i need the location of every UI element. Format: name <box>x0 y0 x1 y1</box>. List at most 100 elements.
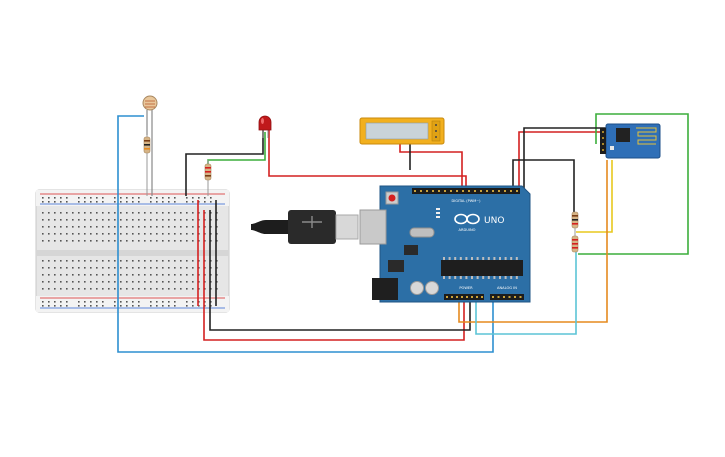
breadboard-hole <box>90 260 92 262</box>
breadboard-hole <box>186 281 188 283</box>
arduino-uno-board[interactable]: DIGITAL (PWM~) UNO ARDUINO POWER ANALOG … <box>359 185 531 303</box>
breadboard-hole <box>42 226 44 228</box>
breadboard-hole <box>132 233 134 235</box>
breadboard-hole <box>72 212 74 214</box>
breadboard-hole <box>96 274 98 276</box>
rail-hole <box>96 197 98 199</box>
breadboard-hole <box>54 274 56 276</box>
rail-hole <box>102 301 104 303</box>
breadboard-hole <box>114 226 116 228</box>
breadboard-hole <box>72 240 74 242</box>
rail-hole <box>186 197 188 199</box>
resistor-band <box>572 239 578 241</box>
rail-hole <box>48 301 50 303</box>
wire-red-5v[interactable] <box>203 210 465 341</box>
breadboard-hole <box>96 233 98 235</box>
breadboard-hole <box>120 219 122 221</box>
wire-black-led-ground[interactable] <box>185 130 264 196</box>
rail-hole <box>162 201 164 203</box>
breadboard-hole <box>144 274 146 276</box>
breadboard-hole <box>60 260 62 262</box>
breadboard-hole <box>84 226 86 228</box>
power-header <box>444 294 484 300</box>
wire-orange-tx[interactable] <box>458 160 608 323</box>
breadboard-hole <box>144 260 146 262</box>
breadboard-hole <box>162 281 164 283</box>
breadboard-hole <box>132 212 134 214</box>
wire-black-gnd[interactable] <box>209 210 471 331</box>
breadboard-hole <box>162 226 164 228</box>
rail-hole <box>192 197 194 199</box>
header-pin <box>492 296 494 298</box>
chip-leg <box>454 276 457 279</box>
rail-hole <box>150 305 152 307</box>
usb-cable[interactable] <box>251 210 359 244</box>
breadboard-hole <box>96 219 98 221</box>
breadboard-hole <box>138 267 140 269</box>
breadboard-hole <box>192 219 194 221</box>
breadboard-hole <box>78 226 80 228</box>
chip-leg <box>499 257 501 260</box>
photoresistor[interactable] <box>142 95 158 196</box>
photoresistor-track <box>145 100 155 108</box>
rail-hole <box>84 197 86 199</box>
breadboard-hole <box>84 260 86 262</box>
breadboard-hole <box>102 281 104 283</box>
breadboard-hole <box>186 240 188 242</box>
rail-hole <box>66 197 68 199</box>
wire-black-wifi[interactable] <box>523 127 606 190</box>
wire-red-led-pin[interactable] <box>268 130 467 190</box>
breadboard-hole <box>186 288 188 290</box>
breadboard-hole <box>90 288 92 290</box>
wifi-pin <box>602 143 604 145</box>
wire-green-led-resistor[interactable] <box>207 132 266 178</box>
wire-red-lcd[interactable] <box>399 144 463 186</box>
breadboard-hole <box>78 267 80 269</box>
wire-red-wifi-vcc[interactable] <box>518 131 606 190</box>
rail-hole <box>186 201 188 203</box>
breadboard-hole <box>132 281 134 283</box>
header-pin <box>432 190 434 192</box>
breadboard[interactable] <box>35 189 230 313</box>
resistor-band <box>572 219 578 221</box>
breadboard-hole <box>114 260 116 262</box>
breadboard-hole <box>96 267 98 269</box>
breadboard-hole <box>162 274 164 276</box>
breadboard-hole <box>138 219 140 221</box>
breadboard-hole <box>72 267 74 269</box>
resistor-wifi-1[interactable] <box>571 211 579 229</box>
led[interactable] <box>258 115 272 138</box>
arduino-board-body <box>379 185 531 303</box>
rail-hole <box>48 201 50 203</box>
reset-button-cap <box>388 194 396 202</box>
header-pin <box>492 190 494 192</box>
resistor-band <box>572 247 578 249</box>
breadboard-hole <box>150 260 152 262</box>
breadboard-hole <box>156 288 158 290</box>
breadboard-hole <box>144 267 146 269</box>
wire-yellow-wifi[interactable] <box>576 160 613 233</box>
breadboard-hole <box>174 274 176 276</box>
wifi-module[interactable] <box>600 123 661 159</box>
breadboard-hole <box>66 288 68 290</box>
lcd-module[interactable] <box>359 117 445 145</box>
rail-hole <box>198 197 200 199</box>
breadboard-hole <box>90 267 92 269</box>
wire-green-wifi[interactable] <box>578 113 689 255</box>
breadboard-hole <box>102 233 104 235</box>
breadboard-hole <box>54 281 56 283</box>
chip-leg <box>487 257 490 260</box>
wire-cyan-rx[interactable] <box>475 250 577 335</box>
breadboard-hole <box>114 212 116 214</box>
breadboard-hole <box>132 240 134 242</box>
breadboard-hole <box>138 281 140 283</box>
resistor-led[interactable] <box>204 160 212 196</box>
resistor-photoresistor[interactable] <box>143 135 151 196</box>
header-pin <box>426 190 428 192</box>
breadboard-hole <box>114 233 116 235</box>
rail-hole <box>168 197 170 199</box>
header-pin <box>497 296 500 298</box>
rail-hole <box>162 197 164 199</box>
resistor-wifi-2[interactable] <box>571 228 579 253</box>
wire-black-wifi-gnd[interactable] <box>512 159 575 212</box>
